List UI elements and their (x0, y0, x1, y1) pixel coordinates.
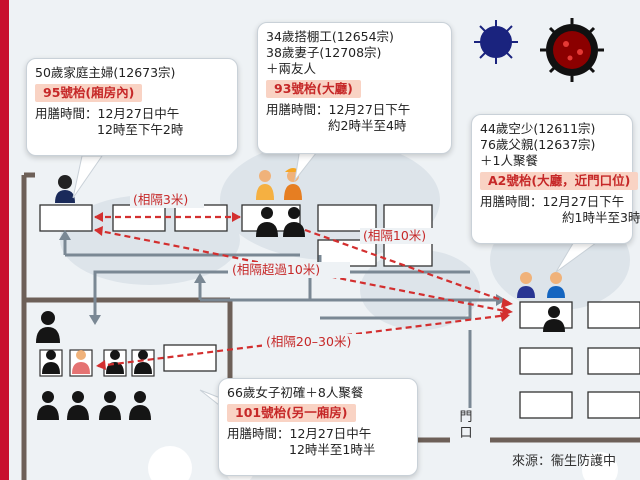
callout-table-101: 66歲女子初確＋8人聚餐 101號枱(另一廂房) 用膳時間：12月27日中午 1… (218, 378, 418, 476)
callout-93-time-1: 用膳時間：12月27日下午 (266, 102, 411, 117)
distance-label-bg-20-30m (262, 334, 388, 350)
callout-93-line-1: 34歲搭棚工(12654宗) (266, 29, 394, 44)
virus-navy-icon (474, 20, 518, 64)
virus-red-icon (540, 18, 604, 82)
callout-93-table-tag: 93號枱(大廳) (266, 80, 361, 98)
distance-label-20-30m: (相隔20–30米) (266, 334, 351, 349)
distance-arrowheads (94, 212, 513, 370)
source-credit: 來源：衞生防護中 (512, 454, 617, 469)
distance-label-bg-3m (130, 192, 204, 208)
callout-101-time-1: 用膳時間：12月27日中午 (227, 426, 372, 441)
callout-a2-table-tag: A2號枱(大廳，近門口位) (480, 172, 639, 190)
distance-label-10m: (相隔10米) (363, 228, 426, 243)
callout-a2-time-2: 約1時半至3時 (562, 210, 640, 225)
callout-95-table-tag: 95號枱(廂房內) (35, 84, 143, 102)
callout-95-time-2: 12時至下午2時 (97, 122, 184, 137)
diner-silhouettes (36, 207, 565, 420)
callout-101-table-tag: 101號枱(另一廂房) (227, 404, 356, 422)
distance-label-bg-over10m (228, 262, 350, 278)
callout-95-title: 50歲家庭主婦(12673宗) (35, 65, 176, 80)
callout-93-line-3: ＋兩友人 (266, 61, 317, 76)
case-95-housewife-icon (55, 175, 75, 203)
callout-101-time-2: 12時半至1時半 (289, 442, 376, 457)
callout-a2-line-1: 44歲空少(12611宗) (480, 121, 596, 136)
door-label: 門口 (459, 410, 473, 441)
callout-95-time-1: 用膳時間：12月27日中午 (35, 106, 180, 121)
distance-label-3m: (相隔3米) (133, 192, 188, 207)
case-93-couple-icon (256, 168, 302, 200)
callout-table-a2: 44歲空少(12611宗) 76歲父親(12637宗) ＋1人聚餐 A2號枱(大… (471, 114, 640, 244)
distance-label-bg-10m (360, 228, 440, 244)
chair-occupants (42, 350, 152, 374)
case-101-woman-icon (69, 349, 93, 377)
case-a2-father-son-icon (517, 272, 565, 298)
callout-93-time-2: 約2時半至4時 (328, 118, 407, 133)
callout-table-93: 34歲搭棚工(12654宗) 38歲妻子(12708宗) ＋兩友人 93號枱(大… (257, 22, 452, 154)
callout-93-line-2: 38歲妻子(12708宗) (266, 45, 382, 60)
callout-101-title: 66歲女子初確＋8人聚餐 (227, 385, 364, 400)
callout-a2-line-2: 76歲父親(12637宗) (480, 137, 596, 152)
callout-a2-time-1: 用膳時間：12月27日下午 (480, 194, 625, 209)
callout-table-95: 50歲家庭主婦(12673宗) 95號枱(廂房內) 用膳時間：12月27日中午 … (26, 58, 238, 156)
side-accent-bar (0, 0, 9, 480)
distance-label-over-10m: (相隔超過10米) (232, 262, 320, 277)
callout-a2-line-3: ＋1人聚餐 (480, 153, 538, 168)
